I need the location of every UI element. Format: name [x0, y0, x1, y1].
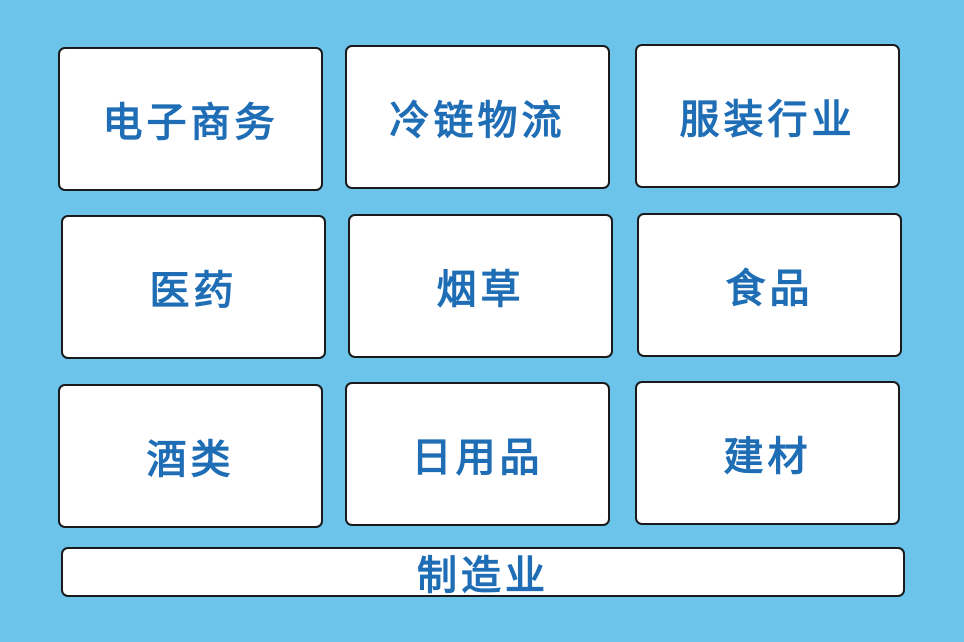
bar-label: 制造业	[417, 553, 549, 599]
tile-daily-goods: 日用品	[345, 382, 610, 526]
tile-alcohol: 酒类	[58, 384, 323, 528]
tile-pharmaceutical: 医药	[61, 215, 326, 359]
tile-label: 酒类	[146, 437, 235, 483]
tile-manufacturing-bar: 制造业	[61, 547, 905, 599]
tile-cold-chain-logistics: 冷链物流	[345, 45, 610, 189]
tile-label: 食品	[725, 266, 814, 312]
tile-building-materials: 建材	[635, 381, 900, 525]
tile-label: 建材	[723, 434, 812, 480]
tile-label: 日用品	[411, 435, 544, 481]
tile-label: 服装行业	[679, 97, 856, 143]
tile-label: 电子商务	[102, 100, 279, 146]
tile-tobacco: 烟草	[348, 214, 613, 358]
tile-label: 冷链物流	[389, 98, 566, 144]
tile-food: 食品	[637, 213, 902, 357]
tile-label: 医药	[149, 268, 238, 314]
tile-label: 烟草	[436, 267, 525, 313]
tile-ecommerce: 电子商务	[58, 47, 323, 191]
tile-apparel-industry: 服装行业	[635, 44, 900, 188]
